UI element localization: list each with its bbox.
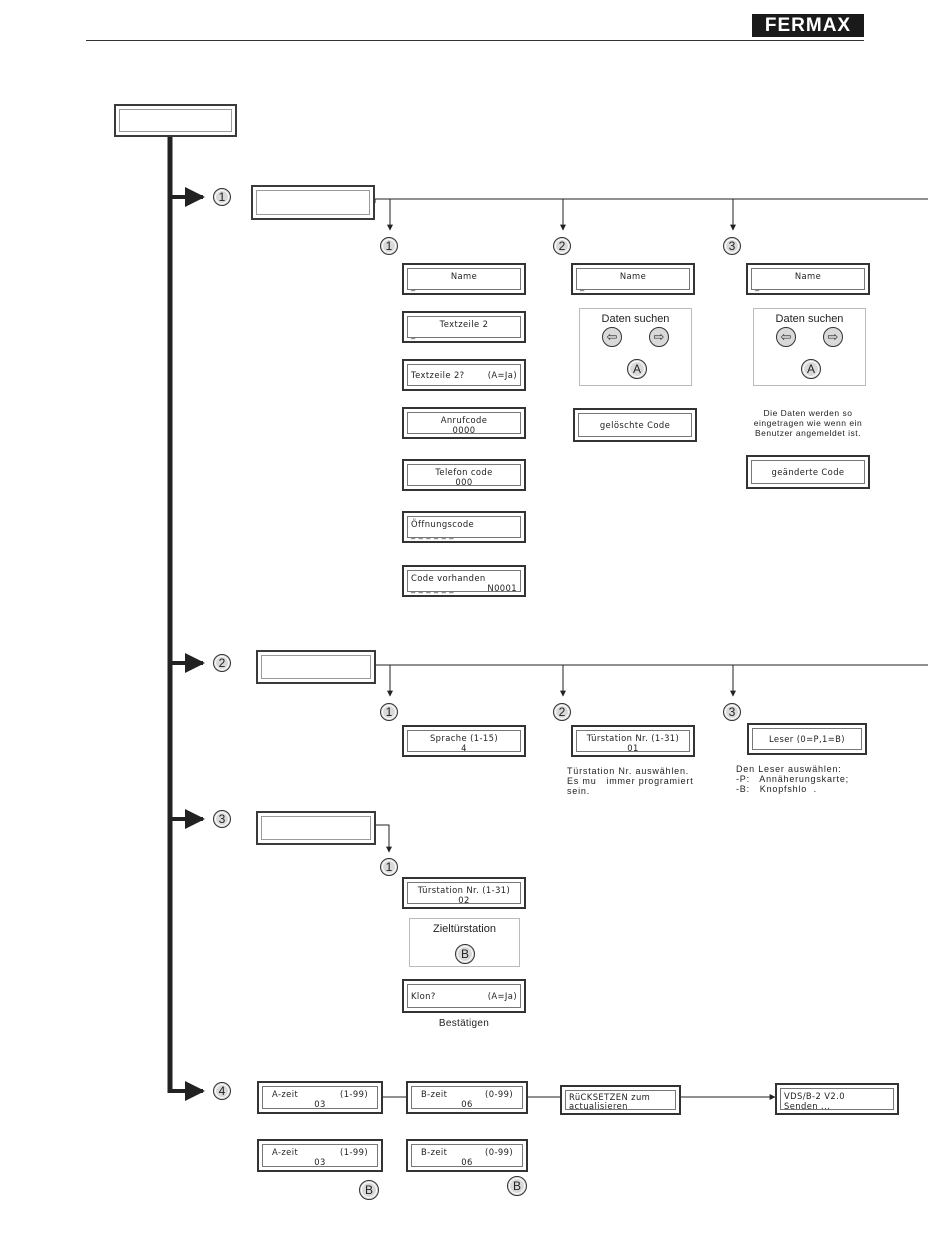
modify-name-display: Name _ [746,263,870,295]
delete-name-display: Name _ [571,263,695,295]
sprache-display: Sprache (1-15) 4 [402,725,526,757]
search-title: Daten suchen [775,313,844,325]
section-1-menu-box [251,185,375,220]
badge-section-1: 1 [213,188,231,206]
textzeile-display: Textzeile 2 _ [402,311,526,343]
anrufcode-display: Anrufcode 0000 [402,407,526,439]
button-b-icon: B [359,1180,379,1200]
vds-display: VDS/B-2 V2.0 Senden ... [775,1083,899,1115]
tuerstation-note: Türstation Nr. auswählen. Es mu immer pr… [567,766,694,796]
reset-display: RüCKSETZEN zum actualisieren [560,1085,681,1115]
oeffnungscode-display: Öffnungscode _ _ _ _ _ _ [402,511,526,543]
badge-section-4: 4 [213,1082,231,1100]
arrow-left-icon: ⇦ [776,327,796,347]
b-zeit-display: B-zeit(0-99) 06 [406,1081,528,1114]
code-vorhanden-display: Code vorhanden _ _ _ _ _ _N0001 [402,565,526,597]
leser-note: Den Leser auswählen: -P: Annäherungskart… [736,764,849,794]
button-a-icon: A [627,359,647,379]
badge-section-2: 2 [213,654,231,672]
badge-s1-col2: 2 [553,237,571,255]
geloeschte-code-display: gelöschte Code [573,408,697,442]
arrow-right-icon: ⇨ [649,327,669,347]
telefon-code-display: Telefon code 000 [402,459,526,491]
a-zeit-b-display: A-zeit(1-99) 03 [257,1139,383,1172]
badge-s1-col3: 3 [723,237,741,255]
section-2-menu-box [256,650,376,684]
textzeile-question-display: Textzeile 2?(A=Ja) [402,359,526,391]
arrow-right-icon: ⇨ [823,327,843,347]
leser-display: Leser (0=P,1=B) [747,723,867,755]
fermax-logo: FERMAX [752,14,864,37]
badge-s1-col1: 1 [380,237,398,255]
badge-s3-col1: 1 [380,858,398,876]
klon-display: Klon?(A=Ja) [402,979,526,1013]
b-zeit-b-display: B-zeit(0-99) 06 [406,1139,528,1172]
button-b-icon: B [455,944,475,964]
modify-search-panel: Daten suchen ⇦ ⇨ A [753,308,866,386]
geaenderte-code-display: geänderte Code [746,455,870,489]
name-display: Name _ [402,263,526,295]
badge-section-3: 3 [213,810,231,828]
ziel-tuerstation-display: Türstation Nr. (1-31) 02 [402,877,526,909]
header-rule [86,40,864,41]
tuerstation-display: Türstation Nr. (1-31) 01 [571,725,695,757]
badge-s2-col1: 1 [380,703,398,721]
badge-s2-col3: 3 [723,703,741,721]
ziel-panel: Zieltürstation B [409,918,520,967]
bestaetigen-label: Bestätigen [438,1018,490,1029]
delete-search-panel: Daten suchen ⇦ ⇨ A [579,308,692,386]
section-3-menu-box [256,811,376,845]
root-menu-box [114,104,237,137]
search-title: Daten suchen [601,313,670,325]
modify-note: Die Daten werden so eingetragen wie wenn… [753,408,863,438]
a-zeit-display: A-zeit(1-99) 03 [257,1081,383,1114]
arrow-left-icon: ⇦ [602,327,622,347]
ziel-title: Zieltürstation [433,923,496,935]
button-b-icon: B [507,1176,527,1196]
badge-s2-col2: 2 [553,703,571,721]
button-a-icon: A [801,359,821,379]
